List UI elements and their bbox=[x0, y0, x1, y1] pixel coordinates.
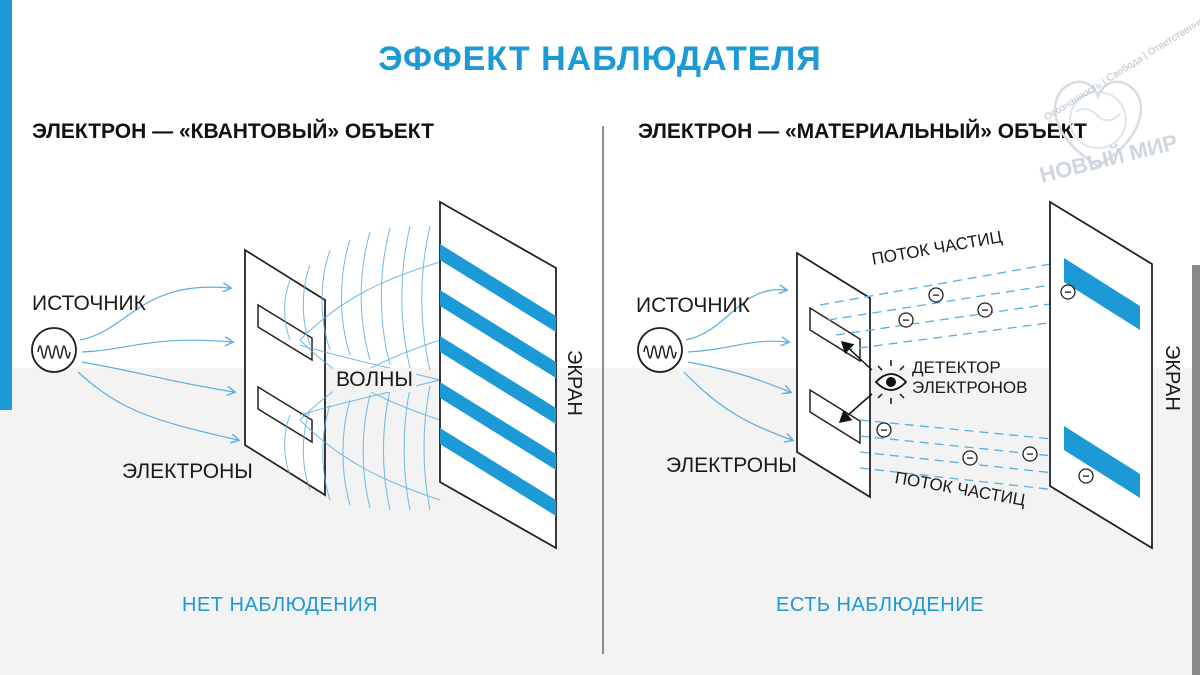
detector-eye-icon bbox=[874, 360, 908, 404]
background-bottom-band bbox=[0, 368, 1200, 675]
right-screen bbox=[1049, 200, 1153, 550]
svg-text:−: − bbox=[880, 423, 887, 437]
left-source-icon bbox=[31, 327, 77, 373]
left-heading: ЭЛЕКТРОН — «КВАНТОВЫЙ» ОБЪЕКТ bbox=[32, 120, 434, 143]
svg-text:−: − bbox=[1026, 447, 1033, 461]
panel-divider bbox=[602, 126, 604, 654]
svg-text:−: − bbox=[1082, 469, 1089, 483]
svg-text:−: − bbox=[1064, 285, 1071, 299]
svg-text:−: − bbox=[981, 303, 988, 317]
right-source-label: ИСТОЧНИК bbox=[636, 294, 750, 317]
right-electron-arrows bbox=[683, 290, 792, 440]
right-accent-bar bbox=[1192, 265, 1200, 675]
right-source-icon bbox=[637, 327, 683, 373]
svg-text:−: − bbox=[966, 451, 973, 465]
particle: − bbox=[876, 422, 892, 438]
right-heading: ЭЛЕКТРОН — «МАТЕРИАЛЬНЫЙ» ОБЪЕКТ bbox=[638, 120, 1087, 143]
left-screen bbox=[439, 200, 557, 550]
detector-label-line2: ЭЛЕКТРОНОВ bbox=[912, 378, 1028, 397]
particle: − bbox=[1060, 284, 1076, 300]
left-screen-label: ЭКРАН bbox=[563, 350, 585, 416]
logo-emblem bbox=[1053, 80, 1143, 168]
right-particles: − − − − − − − − bbox=[876, 284, 1094, 484]
right-screen-label: ЭКРАН bbox=[1161, 345, 1183, 411]
right-slit-barrier bbox=[796, 251, 871, 499]
left-interference-stripes bbox=[440, 244, 556, 516]
left-electrons-label: ЭЛЕКТРОНЫ bbox=[122, 460, 253, 483]
particle: − bbox=[898, 312, 914, 328]
particle: − bbox=[1078, 468, 1094, 484]
right-particle-stripes bbox=[1064, 258, 1140, 498]
left-slit-barrier bbox=[244, 248, 326, 497]
left-caption: НЕТ НАБЛЮДЕНИЯ bbox=[182, 594, 379, 616]
page-title: ЭФФЕКТ НАБЛЮДАТЕЛЯ bbox=[378, 40, 822, 78]
particle: − bbox=[1022, 446, 1038, 462]
particle: − bbox=[977, 302, 993, 318]
svg-text:−: − bbox=[932, 288, 939, 302]
left-electron-arrows bbox=[77, 287, 238, 440]
particle: − bbox=[962, 450, 978, 466]
detector-arrows bbox=[838, 340, 873, 423]
svg-text:−: − bbox=[902, 313, 909, 327]
left-source-label: ИСТОЧНИК bbox=[32, 292, 146, 315]
detector-label-line1: ДЕТЕКТОР bbox=[912, 358, 1001, 377]
right-electrons-label: ЭЛЕКТРОНЫ bbox=[666, 454, 797, 477]
waves-label: ВОЛНЫ bbox=[333, 368, 416, 392]
particle: − bbox=[928, 287, 944, 303]
right-caption: ЕСТЬ НАБЛЮДЕНИЕ bbox=[776, 594, 984, 616]
left-accent-bar bbox=[0, 0, 12, 410]
